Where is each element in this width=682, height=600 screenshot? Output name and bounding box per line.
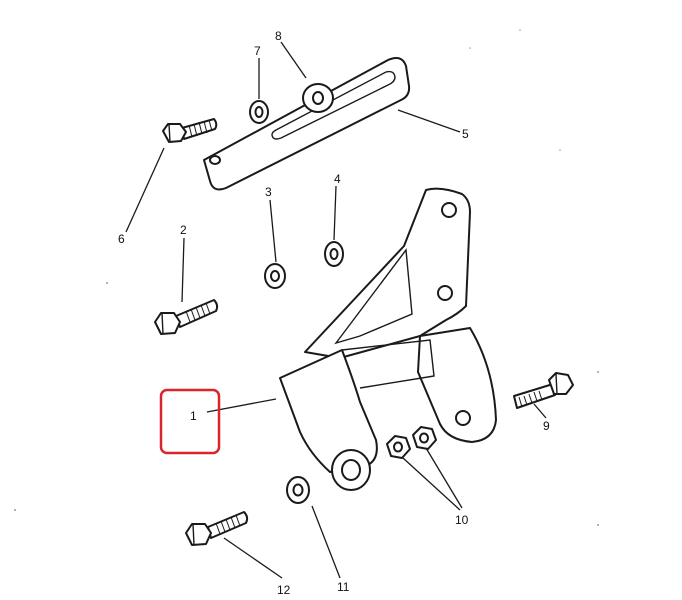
callout-labels: 1 2 3 4 5 6 7 8 9 10 11 12 [118, 29, 550, 597]
spacer-part-8 [302, 83, 334, 113]
adjusting-link-part-5 [203, 57, 411, 191]
bolt-part-12 [185, 511, 249, 546]
bolt-part-2 [154, 299, 219, 335]
callout-1: 1 [190, 409, 197, 423]
scan-specks [14, 29, 599, 526]
callout-3: 3 [265, 185, 272, 199]
washer-part-3 [264, 263, 286, 289]
washer-part-7 [249, 100, 269, 124]
callout-12: 12 [277, 583, 291, 597]
callout-6: 6 [118, 232, 125, 246]
callout-8: 8 [275, 29, 282, 43]
bracket-part-1 [279, 187, 497, 491]
callout-9: 9 [543, 419, 550, 433]
callout-4: 4 [334, 172, 341, 186]
callout-7: 7 [254, 44, 261, 58]
callout-1-highlight-box [159, 388, 221, 455]
nuts-part-10 [386, 426, 437, 459]
callout-10: 10 [455, 513, 469, 527]
callout-11: 11 [337, 580, 350, 594]
callout-5: 5 [462, 127, 469, 141]
bolt-part-9 [513, 372, 574, 409]
washer-part-4 [324, 241, 344, 267]
callout-2: 2 [180, 223, 187, 237]
bolt-part-6 [162, 118, 218, 143]
leader-lines [125, 41, 547, 579]
washer-part-11 [286, 476, 310, 504]
